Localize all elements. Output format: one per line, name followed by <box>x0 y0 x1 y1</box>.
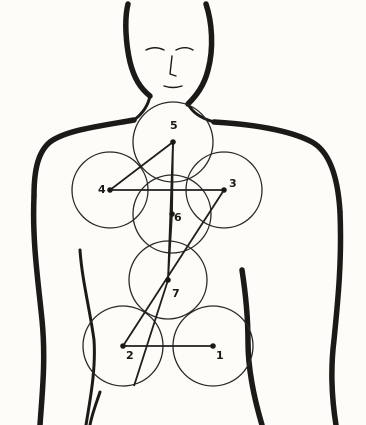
point-1 <box>210 343 216 349</box>
label-5: 5 <box>170 119 178 132</box>
label-1: 1 <box>216 349 224 362</box>
right-arm-outer <box>332 212 341 425</box>
label-2: 2 <box>126 349 134 362</box>
label-3: 3 <box>229 177 237 190</box>
point-4 <box>107 187 113 193</box>
mouth <box>164 86 182 88</box>
left-arm-outer <box>34 196 44 425</box>
head-right-outline <box>188 4 212 104</box>
chakra-points <box>107 139 227 349</box>
left-torso-side <box>80 250 94 425</box>
label-4: 4 <box>98 183 106 196</box>
left-shoulder <box>34 120 134 196</box>
point-7 <box>165 277 171 283</box>
right-eye <box>176 48 193 50</box>
body-outline <box>34 4 341 425</box>
path-tail <box>134 280 168 386</box>
left-eye <box>146 48 164 50</box>
right-torso-side <box>242 270 262 425</box>
nose <box>170 56 176 76</box>
point-2 <box>120 343 126 349</box>
chakra-circles <box>72 102 262 386</box>
point-3 <box>221 187 227 193</box>
right-shoulder <box>214 122 340 212</box>
label-7: 7 <box>172 287 180 300</box>
path-1-to-7 <box>110 142 224 346</box>
label-6: 6 <box>174 211 182 224</box>
point-5 <box>170 139 176 145</box>
